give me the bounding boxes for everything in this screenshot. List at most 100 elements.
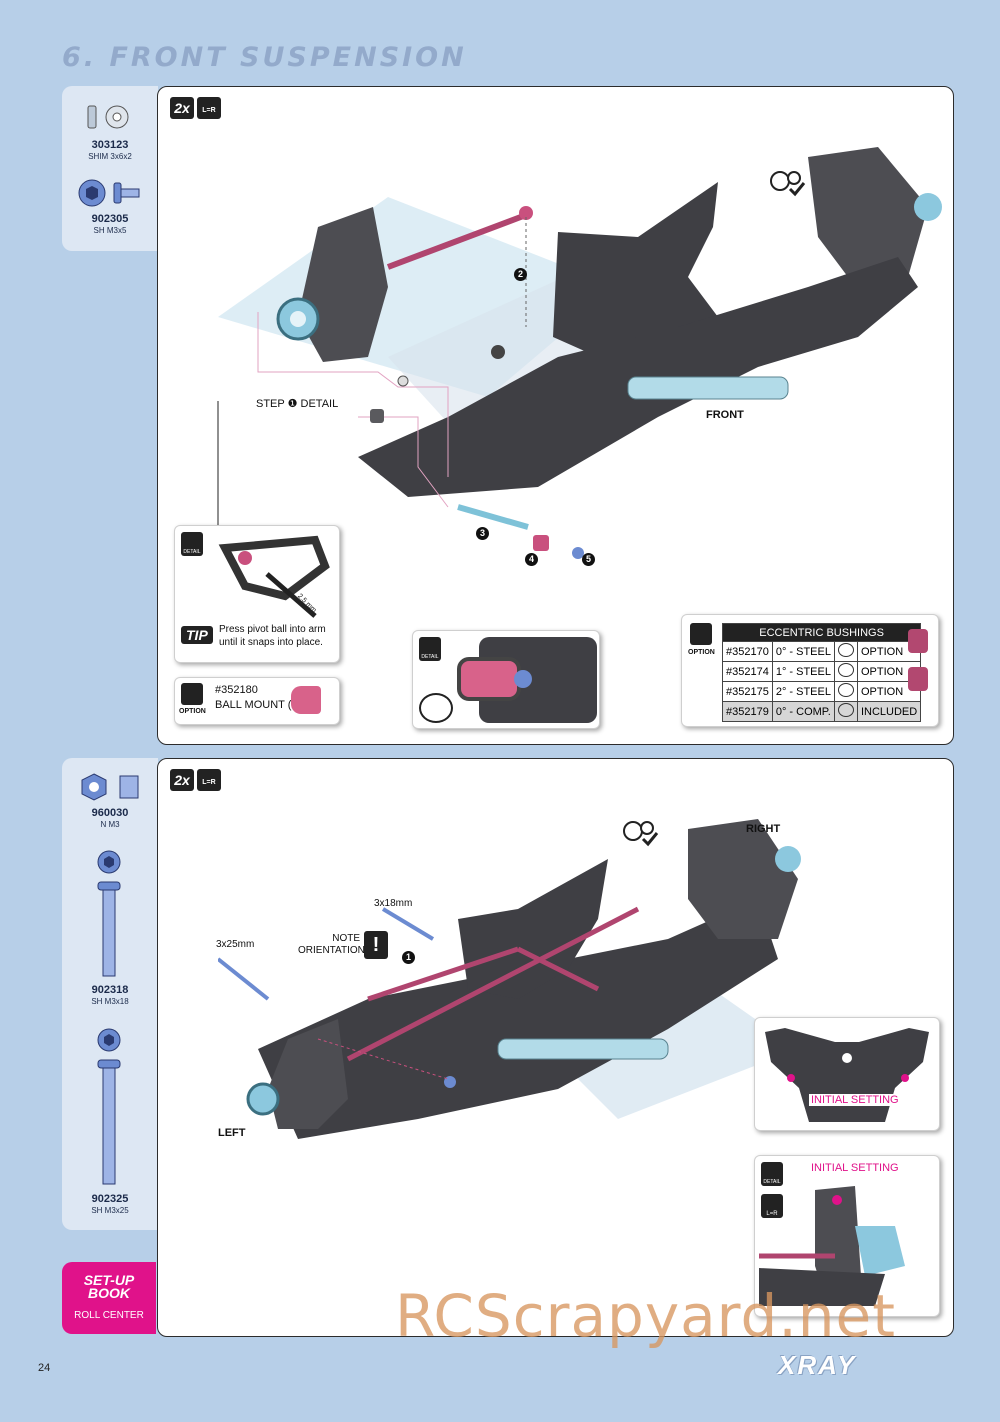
part-number: 902318 <box>91 984 129 996</box>
parts-sidebar-1: 303123 SHIM 3x6x2 902305 SH M3x5 <box>62 86 158 251</box>
tip-badge: TIP <box>181 626 213 644</box>
detail-inset: DETAIL <box>412 630 600 729</box>
part-303123: 303123 SHIM 3x6x2 <box>62 140 158 162</box>
left-label: LEFT <box>218 1127 246 1139</box>
page-title: 6. FRONT SUSPENSION <box>62 42 467 73</box>
shock-tower-illustration <box>765 1028 929 1122</box>
part-902318: 902318 SH M3x18 <box>62 985 158 1007</box>
cell-num: #352170 <box>722 641 773 662</box>
qty-label: 2x <box>170 769 194 791</box>
ball-mount-icon <box>291 686 321 714</box>
upright-illustration <box>759 1186 905 1306</box>
setup-line1: SET-UP <box>83 1272 135 1288</box>
initial-setting-label: INITIAL SETTING <box>809 1094 901 1106</box>
part-desc: SHIM 3x6x2 <box>88 152 132 161</box>
initial-setting-label: INITIAL SETTING <box>811 1162 899 1174</box>
brand-logo: XRAY <box>778 1350 857 1380</box>
bushing-icon <box>833 641 858 662</box>
step-1-marker: 1 <box>402 951 415 964</box>
option-part-name: BALL MOUNT (2) <box>215 699 302 711</box>
lr-icon: L=R <box>197 97 221 119</box>
bushing-steel-icon <box>908 667 928 691</box>
front-label: FRONT <box>706 409 744 421</box>
front-suspension-illustration <box>217 147 942 559</box>
shock-tower-inset: INITIAL SETTING <box>754 1017 940 1131</box>
tip-text: Press pivot ball into arm until it snaps… <box>219 624 326 648</box>
qty-badge: 2x L=R <box>170 769 221 791</box>
option-label: OPTION <box>179 708 206 715</box>
parts-sidebar-2: 960030 N M3 902318 SH M3x18 902325 SH M3… <box>62 758 158 1230</box>
part-number: 902305 <box>91 213 129 225</box>
setup-line3: ROLL CENTER <box>74 1310 144 1321</box>
option-ball-mount: OPTION #352180 BALL MOUNT (2) <box>174 677 340 725</box>
magnifier-icon: DETAIL <box>181 532 203 556</box>
lr-icon: L=R <box>197 769 221 791</box>
step-4-marker: 4 <box>525 553 538 566</box>
table-header: ECCENTRIC BUSHINGS <box>721 623 922 642</box>
gear-check-icon <box>770 169 806 202</box>
detail-illustration <box>457 637 597 723</box>
shim-icon <box>86 104 134 135</box>
part-number: 902325 <box>91 1193 129 1205</box>
part-desc: SH M3x18 <box>91 997 129 1006</box>
tip-illustration <box>218 535 330 618</box>
bushing-icon <box>833 681 858 702</box>
setup-book-tab: SET-UP BOOK ROLL CENTER <box>62 1262 156 1334</box>
part-number: 960030 <box>91 807 129 819</box>
thumbs-up-icon <box>690 623 712 645</box>
step-5-marker: 5 <box>582 553 595 566</box>
cell-num: #352179 <box>722 701 773 722</box>
part-desc: SH M3x25 <box>91 1206 129 1215</box>
note-orientation: NOTE ORIENTATION <box>298 933 365 956</box>
cell-num: #352174 <box>722 661 773 682</box>
roll-center-illustration <box>218 819 801 1139</box>
cell-name: 2° - STEEL <box>771 681 835 702</box>
step-detail-label: STEP ❶ DETAIL <box>256 398 339 410</box>
page-number: 24 <box>38 1362 51 1374</box>
qty-badge: 2x L=R <box>170 97 221 119</box>
step-panel-2: 2x L=R RIGHT LEFT 3x18mm 3x25mm NOTE ORI… <box>157 758 954 1337</box>
bushing-steel-icon <box>908 629 928 653</box>
part-960030: 960030 N M3 <box>62 808 158 830</box>
step-2-marker: 2 <box>514 268 527 281</box>
part-desc: N M3 <box>100 820 120 829</box>
bushing-icon <box>833 661 858 682</box>
screw-icon <box>78 178 144 213</box>
gear-check-icon <box>623 819 659 852</box>
part-number: 303123 <box>91 139 129 151</box>
nut-icon <box>80 772 142 807</box>
thumbs-up-icon <box>181 683 203 705</box>
cell-status: INCLUDED <box>856 701 922 722</box>
setup-line2: BOOK <box>88 1285 130 1301</box>
screw-m3x25-icon <box>94 1028 124 1193</box>
tip-inset: DETAIL 2.5 mm TIP Press pivot ball into … <box>174 525 340 663</box>
screw-3x18-label: 3x18mm <box>374 898 413 909</box>
screw-m3x18-icon <box>94 850 124 985</box>
gear-check-icon <box>419 693 453 723</box>
bushing-icon <box>833 701 858 722</box>
lr-icon: L=R <box>761 1194 783 1218</box>
part-desc: SH M3x5 <box>93 226 127 235</box>
part-902325: 902325 SH M3x25 <box>62 1194 158 1216</box>
option-label: OPTION <box>688 649 715 656</box>
qty-label: 2x <box>170 97 194 119</box>
magnifier-icon: DETAIL <box>419 637 441 661</box>
watermark: RCScrapyard.net <box>395 1282 896 1350</box>
cell-status: OPTION <box>856 681 922 702</box>
upright-inset: DETAIL L=R INITIAL SETTING <box>754 1155 940 1317</box>
screw-3x25-label: 3x25mm <box>216 939 255 950</box>
warning-icon: ! <box>364 931 388 959</box>
magnifier-icon: DETAIL <box>761 1162 783 1186</box>
part-902305: 902305 SH M3x5 <box>62 214 158 236</box>
cell-name: 0° - COMP. <box>771 701 835 722</box>
cell-name: 0° - STEEL <box>771 641 835 662</box>
cell-name: 1° - STEEL <box>771 661 835 682</box>
right-label: RIGHT <box>746 823 781 835</box>
cell-num: #352175 <box>722 681 773 702</box>
